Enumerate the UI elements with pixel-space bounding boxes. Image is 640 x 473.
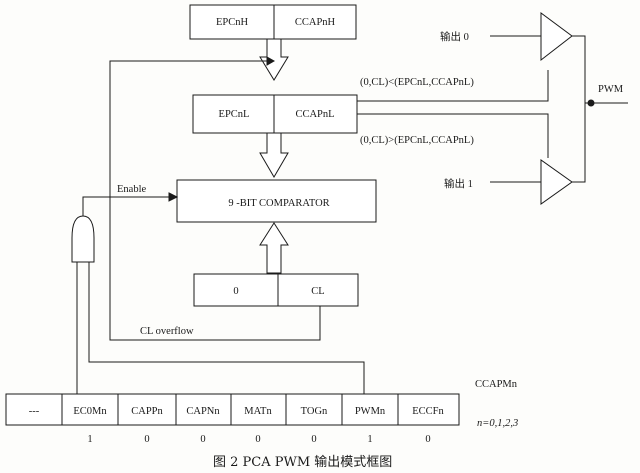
and-gate: [71, 215, 95, 263]
bit-name: EC0Mn: [73, 406, 107, 417]
bit-value: 0: [144, 434, 149, 445]
epcnl-label: EPCnL: [219, 109, 250, 120]
ccapnl-label: CCAPnL: [295, 109, 334, 120]
bit-value: 0: [311, 434, 316, 445]
pwmn-wire: [88, 262, 365, 394]
less-path: [357, 70, 549, 102]
bit-value: 0: [255, 434, 260, 445]
epcnh-label: EPCnH: [216, 17, 249, 28]
ccapnh-label: CCAPnH: [295, 17, 336, 28]
bit-value: 0: [200, 434, 205, 445]
comparator-label: 9 -BIT COMPARATOR: [228, 198, 329, 209]
bit-value: 1: [367, 434, 372, 445]
pwm-node: [587, 99, 595, 107]
ccapmn-title: CCAPMn: [475, 379, 518, 390]
cl-overflow-line: [109, 60, 321, 341]
counter-zero-label: 0: [233, 286, 238, 297]
bit-name: ECCFn: [412, 406, 444, 417]
bit-name: TOGn: [301, 406, 328, 417]
bit-name: CAPNn: [186, 406, 220, 417]
figure-caption: 图 2 PCA PWM 输出模式框图: [213, 454, 392, 470]
n-values-label: n=0,1,2,3: [477, 418, 518, 429]
bit-name: MATn: [244, 406, 272, 417]
bit-name: CAPPn: [131, 406, 163, 417]
compare-arrow-top: [259, 132, 289, 178]
ccapmn-register: [5, 393, 460, 426]
load-arrow: [259, 38, 289, 81]
enable-label: Enable: [117, 184, 146, 195]
output1-label: 输出 1: [444, 177, 473, 190]
bit-value: 0: [425, 434, 430, 445]
pwm-label: PWM: [598, 84, 624, 95]
cl-overflow-label: CL overflow: [140, 326, 194, 337]
bit-value: 1: [87, 434, 92, 445]
buffer-0: [540, 12, 573, 62]
register-high: [189, 4, 357, 40]
output0-label: 输出 0: [440, 30, 469, 43]
bit-name: ---: [29, 406, 40, 417]
buffer-1: [540, 159, 573, 205]
bit-name: PWMn: [355, 406, 386, 417]
cond-less-label: (0,CL)<(EPCnL,CCAPnL): [360, 77, 474, 88]
cond-greater-label: (0,CL)>(EPCnL,CCAPnL): [360, 135, 474, 146]
compare-arrow-bottom: [259, 222, 289, 274]
register-counter: [193, 273, 359, 307]
counter-cl-label: CL: [311, 286, 324, 297]
comparator-box: [176, 179, 377, 223]
register-low: [192, 94, 358, 134]
greater-path: [357, 113, 549, 158]
